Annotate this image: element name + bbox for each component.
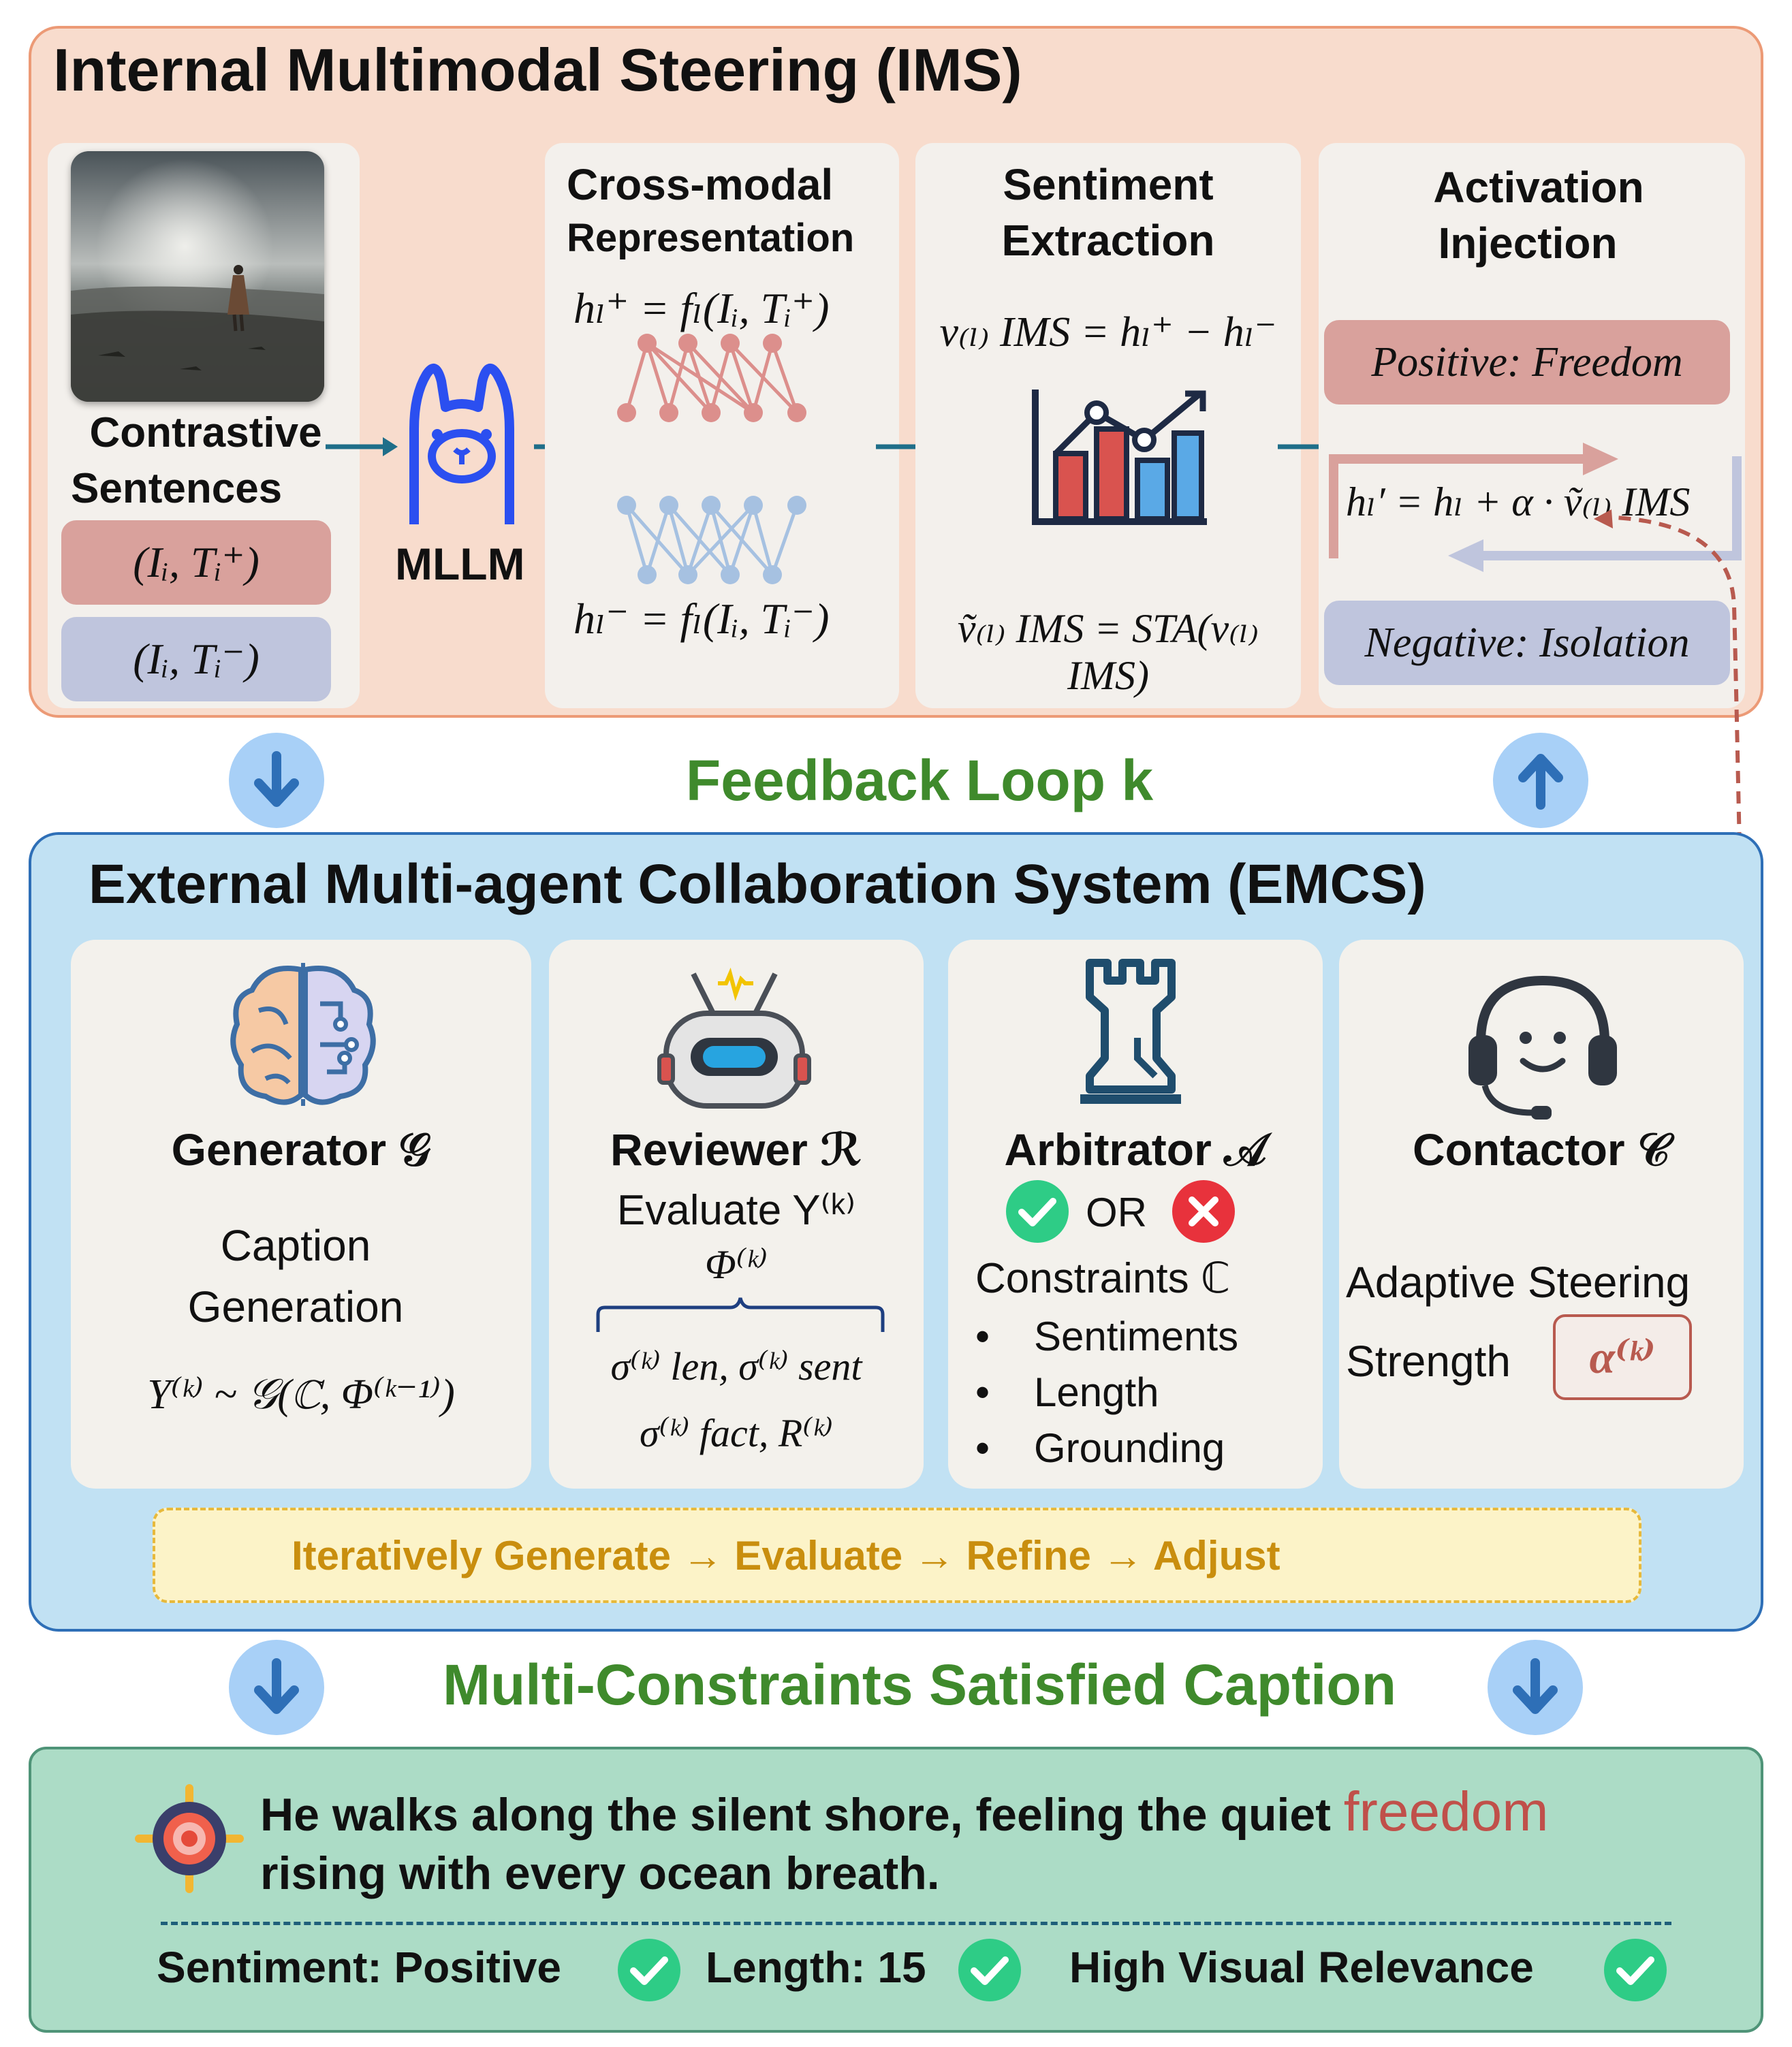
reviewer-eq2: σ⁽ᵏ⁾ fact, R⁽ᵏ⁾ [639, 1411, 834, 1455]
generator-line2: Generation [187, 1282, 404, 1331]
headset-icon [1468, 975, 1617, 1120]
reviewer-name: Reviewer ℛ [610, 1124, 863, 1175]
sentiment-card [915, 143, 1301, 708]
beach-photo [71, 151, 324, 402]
contactor-line2: Strength [1346, 1337, 1511, 1386]
contrastive-label-2: Sentences [71, 465, 283, 512]
act-title-2: Injection [1438, 219, 1618, 268]
constraint-item: •Grounding [975, 1425, 1225, 1471]
sent-eq-2: ṽ₍ₗ₎ IMS = STA(v₍ₗ₎ IMS) [957, 606, 1259, 698]
reviewer-line1: Evaluate Y⁽ᵏ⁾ [616, 1187, 856, 1234]
arbitrator-name: Arbitrator 𝒜 [1004, 1124, 1267, 1175]
reject-x-icon [1172, 1180, 1235, 1243]
negative-label-text: Negative: Isolation [1364, 619, 1690, 666]
generator-line1: Caption [220, 1221, 371, 1270]
cross-eq-neg: hₗ⁻ = fₗ(Iᵢ, Tᵢ⁻) [573, 594, 830, 643]
contactor-name: Contactor 𝒞 [1412, 1124, 1671, 1175]
alpha-box: α⁽ᵏ⁾ [1553, 1314, 1692, 1400]
constraints-list: •Sentiments •Length •Grounding [975, 1309, 1238, 1476]
alpha-feedback-arrow [1594, 509, 1746, 1323]
contactor-line1: Adaptive Steering [1346, 1258, 1691, 1307]
reviewer-line2: Φ⁽ᵏ⁾ [704, 1242, 768, 1287]
brain-icon [230, 963, 376, 1106]
act-title-1: Activation [1433, 163, 1644, 212]
reviewer-eq1: σ⁽ᵏ⁾ len, σ⁽ᵏ⁾ sent [610, 1344, 862, 1389]
positive-network-icon [617, 334, 806, 422]
generator-equation: Y⁽ᵏ⁾ ~ 𝒢(ℂ, Φ⁽ᵏ⁻¹⁾) [147, 1371, 455, 1418]
constraint-item: •Sentiments [975, 1314, 1239, 1359]
cross-title-1: Cross-modal [567, 160, 834, 209]
robot-icon [657, 967, 811, 1109]
positive-label-pill: Positive: Freedom [1324, 320, 1730, 404]
result-divider [161, 1922, 1671, 1925]
caption-line-2: rising with every ocean breath. [260, 1847, 940, 1899]
positive-pair-text: (Iᵢ, Tᵢ⁺) [133, 538, 260, 586]
generator-name: Generator 𝒢 [171, 1124, 431, 1175]
negative-network-icon [617, 496, 806, 584]
iterate-text: Iteratively Generate → Evaluate → Refine… [292, 1532, 1280, 1578]
check-relevance: High Visual Relevance [1069, 1943, 1534, 1992]
result-panel [29, 1747, 1763, 2033]
cross-title-2: Representation [567, 216, 855, 260]
negative-label-pill: Negative: Isolation [1324, 601, 1730, 685]
caption-line-1: He walks along the silent shore, feeling… [260, 1780, 1549, 1844]
sent-title-2: Extraction [1001, 216, 1215, 265]
cross-modal-card [545, 143, 899, 708]
cross-eq-pos: hₗ⁺ = fₗ(Iᵢ, Tᵢ⁺) [573, 284, 830, 332]
or-label: OR [1086, 1190, 1147, 1235]
ims-title: Internal Multimodal Steering (IMS) [53, 36, 1022, 104]
iterate-banner: Iteratively Generate → Evaluate → Refine… [153, 1508, 1641, 1603]
constraints-label: Constraints ℂ [975, 1255, 1231, 1302]
length-check-icon [958, 1939, 1021, 2001]
negative-pair-text: (Iᵢ, Tᵢ⁻) [133, 635, 260, 683]
target-icon [135, 1784, 244, 1893]
satisfied-heading: Multi-Constraints Satisfied Caption [442, 1653, 1397, 1717]
sent-eq-1: v₍ₗ₎ IMS = hₗ⁺ − hₗ⁻ [939, 309, 1277, 355]
alpha-value: α⁽ᵏ⁾ [1589, 1331, 1656, 1383]
negative-pair-pill: (Iᵢ, Tᵢ⁻) [61, 617, 331, 701]
arrow-to-mllm [326, 437, 398, 456]
relevance-check-icon [1604, 1939, 1667, 2001]
constraint-item: •Length [975, 1369, 1159, 1415]
down-arrow-left-1 [229, 733, 324, 828]
caption-part1: He walks along the silent shore, feeling… [260, 1789, 1344, 1841]
llama-icon [394, 354, 530, 531]
contrastive-label-1: Contrastive [89, 409, 322, 456]
approve-check-icon [1006, 1180, 1069, 1243]
emcs-title: External Multi-agent Collaboration Syste… [89, 853, 1426, 915]
feedback-loop-label: Feedback Loop k [685, 748, 1154, 812]
injection-eq: hₗ′ = hₗ + α · ṽ₍ₗ₎ IMS [1346, 479, 1691, 524]
down-arrow-right-2 [1488, 1640, 1583, 1735]
down-arrow-left-2 [229, 1640, 324, 1735]
bar-chart-icon [1032, 390, 1207, 525]
positive-label-text: Positive: Freedom [1371, 338, 1683, 385]
check-sentiment: Sentiment: Positive [157, 1943, 561, 1992]
caption-highlight: freedom [1343, 1781, 1549, 1843]
injection-frame [1329, 443, 1742, 572]
positive-pair-pill: (Iᵢ, Tᵢ⁺) [61, 520, 331, 605]
up-arrow-right [1493, 733, 1588, 828]
rook-icon [1080, 959, 1181, 1104]
check-length: Length: 15 [706, 1943, 926, 1992]
sentiment-check-icon [618, 1939, 680, 2001]
sent-title-1: Sentiment [1003, 160, 1214, 209]
mllm-label: MLLM [395, 539, 525, 589]
reviewer-brace [596, 1297, 885, 1332]
